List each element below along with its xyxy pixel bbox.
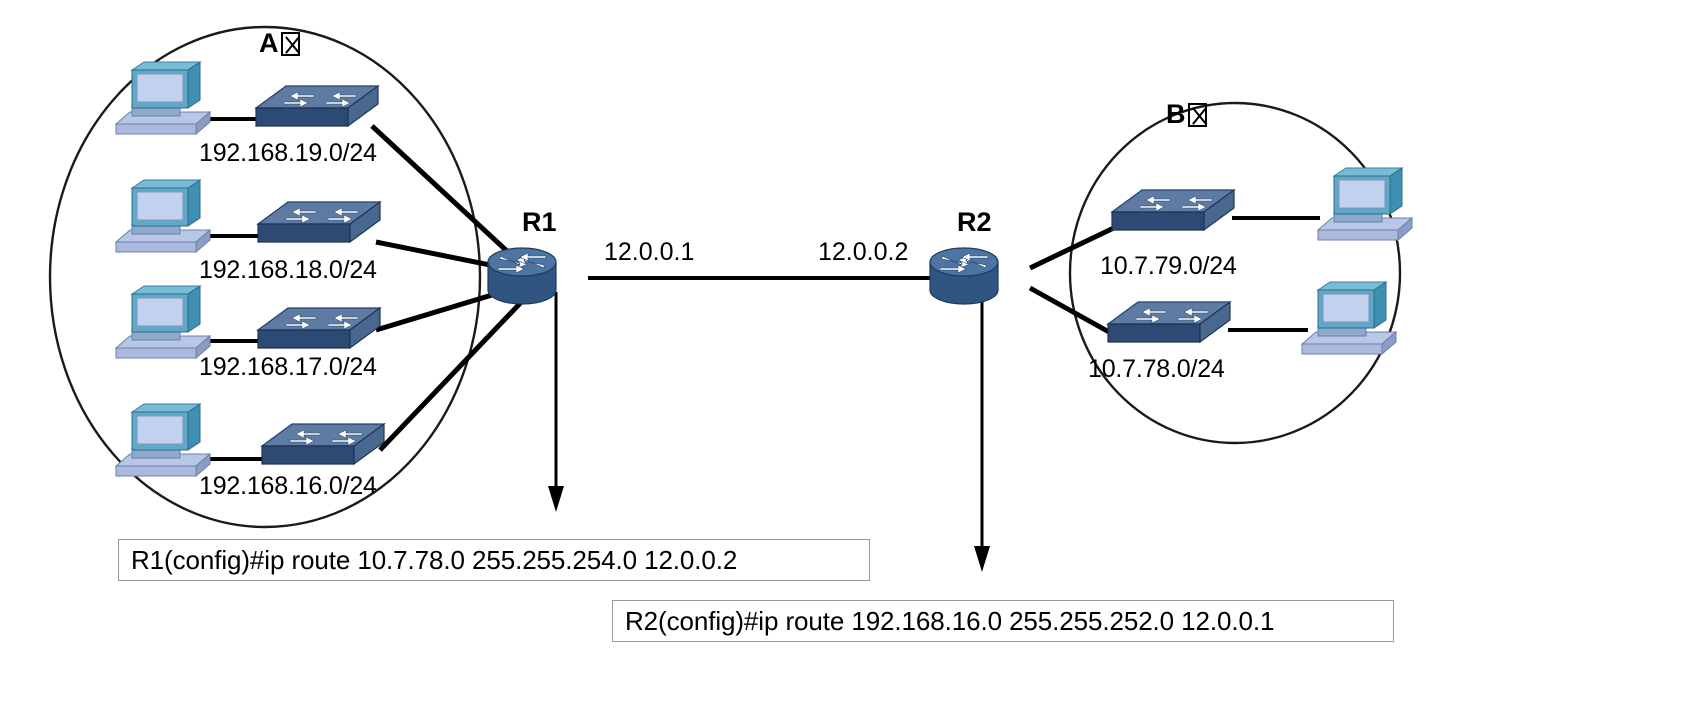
switch-net-16 <box>261 423 385 465</box>
router-r2 <box>929 247 999 305</box>
subnet-label-10-7-79: 10.7.79.0/24 <box>1100 252 1237 280</box>
subnet-label-192-168-16: 192.168.16.0/24 <box>199 472 377 500</box>
link-r2-switch79 <box>1028 222 1122 271</box>
zone-b-label: B <box>1166 99 1207 130</box>
subnet-label-192-168-17: 192.168.17.0/24 <box>199 353 377 381</box>
missing-glyph-icon <box>280 32 300 56</box>
subnet-label-10-7-78: 10.7.78.0/24 <box>1088 355 1225 383</box>
missing-glyph-icon <box>1187 103 1207 127</box>
router-r2-label: R2 <box>957 207 992 237</box>
pc-left-1 <box>115 61 211 135</box>
link-r2-switch78 <box>1028 285 1120 340</box>
link-switch19-r1 <box>370 124 524 267</box>
zone-a-label: A <box>259 28 300 59</box>
iface-label-r2-wan: 12.0.0.2 <box>818 238 909 266</box>
switch-net-79 <box>1111 189 1235 231</box>
switch-net-17 <box>257 307 381 349</box>
router-r1 <box>487 247 557 305</box>
zone-b-letter: B <box>1166 99 1186 129</box>
subnet-label-192-168-19: 192.168.19.0/24 <box>199 139 377 167</box>
zone-a-letter: A <box>259 28 279 58</box>
pc-left-3 <box>115 285 211 359</box>
callout-arrow-r1 <box>548 292 564 512</box>
switch-net-18 <box>257 201 381 243</box>
command-box-r2: R2(config)#ip route 192.168.16.0 255.255… <box>612 600 1394 642</box>
switch-net-19 <box>255 85 379 127</box>
pc-left-2 <box>115 179 211 253</box>
command-text-r2: R2(config)#ip route 192.168.16.0 255.255… <box>625 605 1275 636</box>
pc-right-1 <box>1317 167 1413 241</box>
subnet-label-192-168-18: 192.168.18.0/24 <box>199 256 377 284</box>
zone-b-boundary <box>1068 101 1402 445</box>
zone-a-boundary <box>48 25 482 529</box>
link-switch16-r1 <box>378 293 530 452</box>
command-text-r1: R1(config)#ip route 10.7.78.0 255.255.25… <box>131 544 738 575</box>
pc-right-2 <box>1301 281 1397 355</box>
callout-arrow-r2 <box>974 292 990 572</box>
router-r1-label: R1 <box>522 207 557 237</box>
command-box-r1: R1(config)#ip route 10.7.78.0 255.255.25… <box>118 539 870 581</box>
iface-label-r1-wan: 12.0.0.1 <box>604 238 695 266</box>
switch-net-78 <box>1107 301 1231 343</box>
pc-left-4 <box>115 403 211 477</box>
